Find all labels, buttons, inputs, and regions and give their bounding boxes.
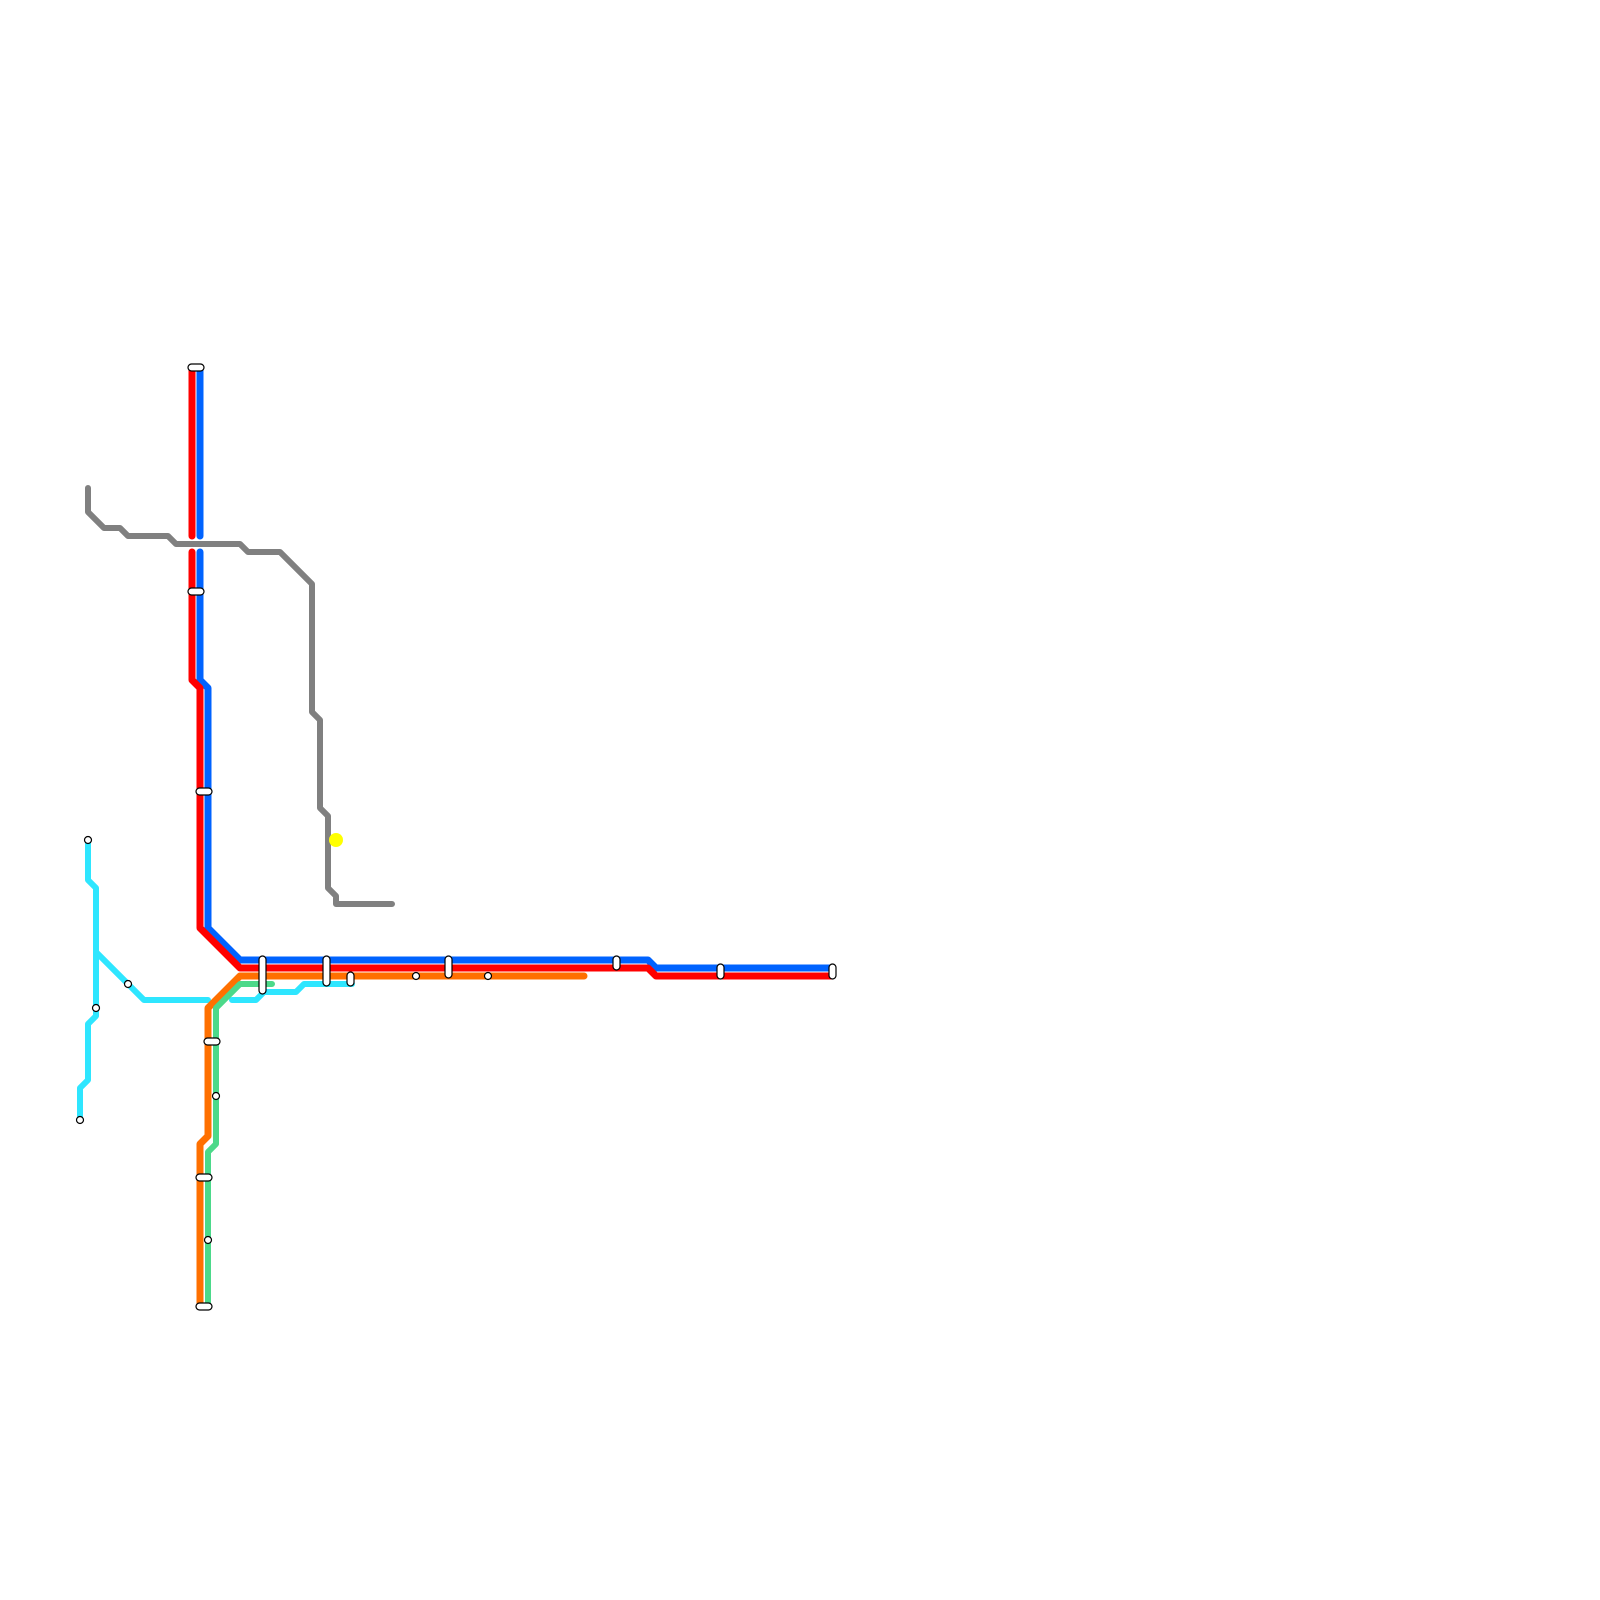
station[interactable] — [203, 1235, 213, 1245]
station-interchange[interactable] — [612, 955, 621, 971]
red-line-main[interactable] — [188, 548, 836, 980]
station[interactable] — [83, 835, 93, 845]
station-interchange[interactable] — [258, 955, 267, 995]
station-interchange[interactable] — [346, 971, 355, 987]
station-interchange[interactable] — [195, 787, 213, 796]
cyan-line-branch[interactable] — [93, 949, 211, 1003]
station-interchange[interactable] — [195, 1302, 213, 1311]
station-interchange[interactable] — [828, 963, 837, 980]
green-line[interactable] — [205, 981, 275, 1307]
blue-line-main[interactable] — [196, 548, 836, 972]
location-marker — [329, 833, 343, 847]
grey-line[interactable] — [85, 485, 395, 907]
station[interactable] — [123, 979, 133, 989]
station-interchange[interactable] — [716, 963, 725, 980]
station-interchange[interactable] — [187, 363, 205, 372]
orange-line[interactable] — [196, 972, 588, 1308]
station[interactable] — [211, 1091, 221, 1101]
station-interchange[interactable] — [444, 955, 453, 979]
station[interactable] — [75, 1115, 85, 1125]
cyan-line[interactable] — [77, 837, 99, 1123]
station-interchange[interactable] — [203, 1037, 221, 1046]
station-interchange[interactable] — [195, 1173, 213, 1182]
station-interchange[interactable] — [187, 587, 205, 596]
station-interchange[interactable] — [322, 955, 331, 987]
station[interactable] — [483, 971, 493, 981]
station[interactable] — [411, 971, 421, 981]
station[interactable] — [91, 1003, 101, 1013]
cyan-line-east[interactable] — [229, 981, 355, 1003]
